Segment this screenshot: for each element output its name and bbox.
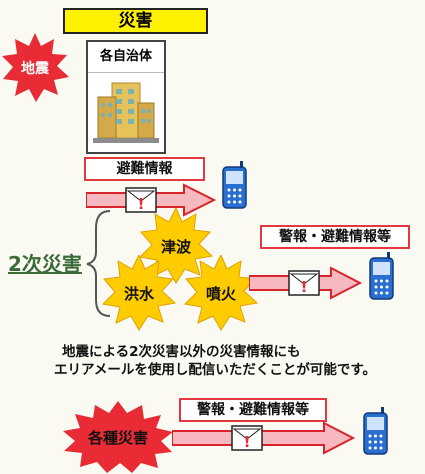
secondary-disaster-label: 2次災害: [8, 252, 82, 276]
local-government-label: 各自治体: [88, 42, 164, 73]
eruption-burst: 噴火: [183, 255, 259, 331]
alert-mail-icon-2: [288, 270, 320, 296]
various-disasters-burst: 各種災害: [63, 401, 173, 473]
warning-info-label-2: 警報・避難情報等: [179, 398, 327, 422]
burst-shape: [101, 255, 177, 331]
flood-burst: 洪水: [101, 255, 177, 331]
alert-mail-icon-3: [231, 425, 263, 451]
flood-text: 洪水: [124, 285, 155, 303]
tsunami-text: 津波: [161, 238, 192, 256]
building-icon: [93, 82, 159, 143]
alert-mail-flap-1: [126, 190, 156, 202]
brace-icon: [86, 210, 111, 317]
alert-mark-3: !: [244, 433, 251, 451]
alert-mark-1: !: [138, 195, 145, 213]
warning-info-text-1: 警報・避難情報等: [279, 229, 391, 245]
warning-info-text-2: 警報・避難情報等: [197, 402, 309, 418]
caption-line-2: エリアメールを使用し配信いただくことが可能です。: [54, 362, 376, 378]
local-government-box: 各自治体: [86, 40, 166, 154]
phone-icon-1: [222, 161, 247, 209]
alert-mail-icon-1: [125, 187, 157, 213]
arrow-2: !: [249, 266, 363, 300]
alert-mark-2: !: [301, 278, 308, 296]
burst-shape: [63, 401, 173, 473]
eruption-text: 噴火: [206, 285, 237, 303]
burst-shape: [2, 33, 69, 102]
jishin-text: 地震: [21, 60, 50, 77]
evacuation-info-label: 避難情報: [84, 157, 205, 181]
phone-icon-3: [363, 407, 388, 455]
various-disasters-text: 各種災害: [87, 429, 148, 447]
title-text: 災害: [118, 11, 153, 31]
arrow-1: !: [86, 183, 217, 217]
alert-mail-flap-3: [232, 428, 262, 440]
burst-shape: [183, 255, 259, 331]
caption-line-1: 地震による2次災害以外の災害情報にも: [62, 344, 301, 360]
evacuation-info-text: 避難情報: [116, 161, 173, 177]
jishin-burst: 地震: [2, 33, 69, 102]
warning-info-label-1: 警報・避難情報等: [260, 225, 410, 249]
alert-mail-flap-2: [289, 273, 319, 285]
arrow-3: !: [172, 421, 356, 455]
title-box: 災害: [63, 8, 208, 34]
phone-icon-2: [369, 252, 394, 300]
